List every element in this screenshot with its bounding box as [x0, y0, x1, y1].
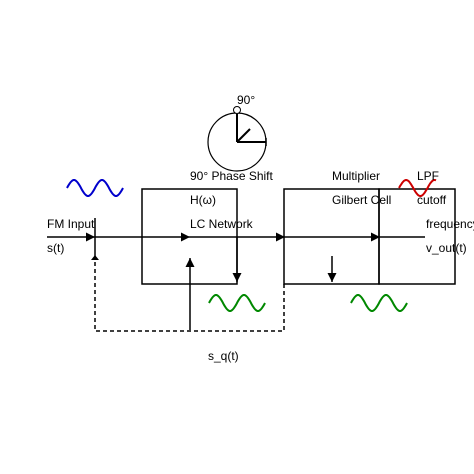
- multiplier-label: Multiplier: [332, 169, 380, 183]
- s-t-label: s(t): [47, 241, 64, 255]
- v-out-label: v_out(t): [426, 241, 467, 255]
- phase-shift-waveform: [208, 294, 266, 312]
- multiplier-waveform: [350, 294, 408, 312]
- s-q-label: s_q(t): [208, 349, 239, 363]
- splitter-node-arrowhead: [91, 255, 99, 260]
- gilbert-cell-label: Gilbert Cell: [332, 193, 391, 207]
- lc-network-label: LC Network: [190, 217, 254, 231]
- transfer-function-label: H(ω): [190, 193, 216, 207]
- output-waveform: [398, 179, 437, 197]
- lpf-label: LPF: [417, 169, 439, 183]
- phase-dial: [207, 106, 267, 172]
- quadrature-dashed-path: [94, 262, 285, 332]
- phase-angle-label: 90°: [237, 93, 255, 107]
- phase-dial-diagonal-hand: [236, 128, 251, 143]
- phase-shift-label: 90° Phase Shift: [190, 169, 274, 183]
- fm-input-label: FM Input: [47, 217, 95, 231]
- phase-dial-marker: [233, 106, 241, 114]
- input-waveform: [66, 179, 124, 197]
- frequency-label: frequency: [426, 217, 474, 231]
- cutoff-label: cutoff: [417, 193, 447, 207]
